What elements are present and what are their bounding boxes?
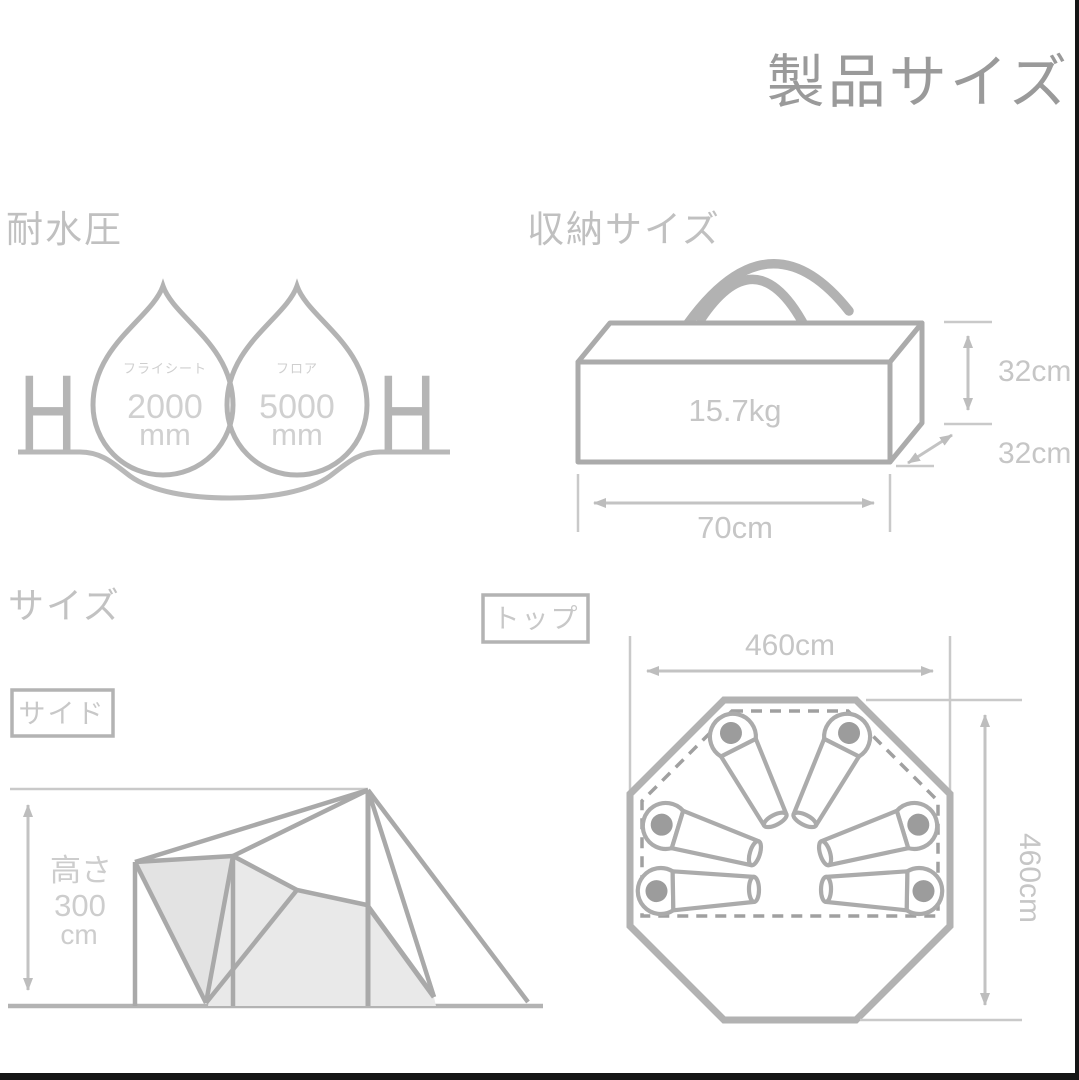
water-drop-flysheet: フライシート 2000 mm — [90, 278, 236, 478]
waterproof-h-right: H — [378, 352, 436, 473]
water-drop-icon — [224, 278, 370, 478]
floor-unit: mm — [271, 417, 323, 452]
top-width-label: 460cm — [745, 629, 835, 662]
storage-weight: 15.7kg — [688, 393, 781, 428]
storage-width-label: 70cm — [697, 510, 773, 545]
side-view-diagram: 高さ 300 cm — [8, 787, 543, 1009]
tent-floor-octagon — [626, 696, 954, 1024]
page-title: 製品サイズ — [767, 50, 1070, 115]
floor-value: 5000 — [259, 388, 335, 426]
bag-front-face — [575, 359, 893, 465]
size-heading: サイズ — [8, 585, 121, 626]
floor-label: フロア — [276, 361, 318, 376]
flysheet-value: 2000 — [127, 388, 203, 426]
top-width-dimension: 460cm — [628, 629, 952, 794]
storage-height-dimension: 32cm — [944, 320, 1071, 426]
storage-height-label: 32cm — [998, 355, 1071, 388]
top-depth-dimension: 460cm — [860, 698, 1046, 1022]
tent-panel-shade — [208, 856, 436, 1006]
top-depth-label: 460cm — [1013, 833, 1046, 923]
waterproof-h-left: H — [19, 352, 77, 473]
storage-size-section: 収納サイズ 15.7kg 32cm 32cm — [527, 209, 1071, 545]
water-ground-line — [18, 449, 450, 501]
top-tab-label: トップ — [493, 604, 580, 634]
storage-width-dimension: 70cm — [576, 474, 892, 545]
water-resistance-heading: 耐水圧 — [6, 209, 123, 250]
tent-height-caption: 高さ — [50, 853, 112, 888]
storage-depth-label: 32cm — [998, 437, 1071, 470]
side-view-tab: サイド — [10, 688, 115, 738]
flysheet-label: フライシート — [123, 361, 207, 376]
top-view-tab: トップ — [481, 593, 590, 644]
right-edge-bar — [1075, 0, 1079, 1080]
flysheet-unit: mm — [139, 417, 191, 452]
water-drop-icon — [90, 278, 236, 478]
storage-heading: 収納サイズ — [527, 209, 721, 250]
tent-height-unit: cm — [60, 919, 97, 950]
water-resistance-section: 耐水圧 H H フライシート 2000 mm フロア 5000 mm — [6, 209, 450, 501]
top-view-diagram: 460cm 460cm — [626, 629, 1046, 1024]
bag-top-face — [575, 320, 925, 365]
tent-height-value: 300 — [54, 888, 106, 923]
storage-depth-dimension: 32cm — [896, 433, 1071, 470]
water-drop-floor: フロア 5000 mm — [224, 278, 370, 478]
size-section: サイズ サイド トップ 高さ 300 cm — [8, 585, 1046, 1024]
tent-wireframe — [132, 787, 530, 1006]
storage-bag-diagram: 15.7kg — [575, 259, 925, 465]
side-tab-label: サイド — [19, 699, 106, 729]
bottom-edge-bar — [0, 1073, 1079, 1080]
tent-panel-shade — [135, 856, 233, 1003]
inner-tent-dashed-outline — [640, 709, 940, 918]
